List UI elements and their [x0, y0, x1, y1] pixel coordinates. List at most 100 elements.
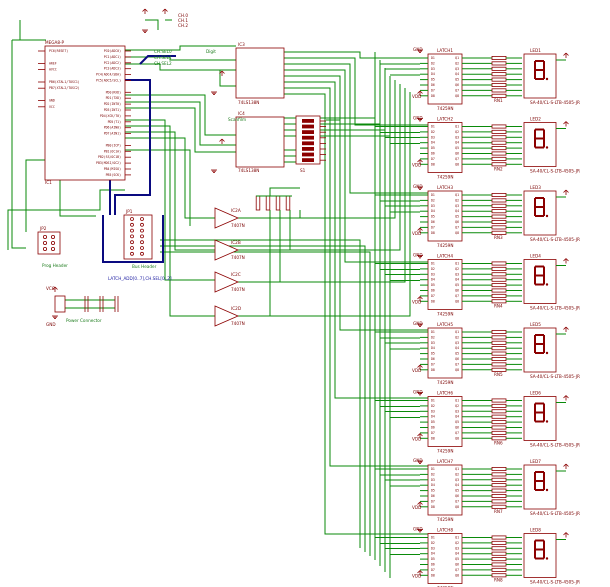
latch-pin: D1 [431, 330, 435, 334]
header-pin [51, 246, 56, 251]
inverter-ref: IC2B [231, 240, 241, 245]
seven-seg-digit [534, 334, 549, 355]
led-part: SA-40/CL-S-LTB-4505-JR [530, 511, 580, 516]
resistor-ref: RN3 [494, 235, 503, 240]
header-pin [43, 240, 48, 245]
latch-pin: D1 [431, 536, 435, 540]
pullup-resistor [265, 195, 271, 211]
latch-ref: LATCH5 [437, 322, 453, 327]
latch-vdd: VDD [412, 505, 421, 510]
latch-pin: Q1 [455, 193, 459, 197]
latch-pin: Q8 [455, 94, 459, 98]
header-pin [43, 234, 48, 239]
latch-pin: Q5 [455, 215, 459, 219]
latch-pin: Q8 [455, 573, 459, 577]
latch-pin: Q7 [455, 568, 459, 572]
mcu-pin-label: PB6(XTAL1/TOSC1) [49, 80, 80, 84]
header-pin [140, 217, 144, 221]
latch-gnd: GND [413, 458, 423, 463]
latch-gnd: GND [413, 527, 423, 532]
latch-vdd: VDD [412, 94, 421, 99]
latch-pin: D1 [431, 467, 435, 471]
latch-pin: Q7 [455, 499, 459, 503]
latch-pin: Q6 [455, 152, 459, 156]
latch-pin: Q3 [455, 272, 459, 276]
latch-pin: Q1 [455, 399, 459, 403]
latch-name: 74259N [437, 380, 453, 385]
header-pin [51, 234, 56, 239]
latch-vdd: VDD [412, 231, 421, 236]
latch-gnd: GND [413, 321, 423, 326]
latch-vdd: VDD [412, 300, 421, 305]
latch-pin: D7 [431, 431, 435, 435]
dip-key [302, 135, 314, 140]
header-pin [130, 234, 134, 239]
latch-name: 74259N [437, 106, 453, 111]
mcu-ref: IC1 [45, 180, 52, 185]
led-ref: LED7 [530, 459, 541, 464]
power-label: Power Connector [66, 318, 102, 323]
dip-key [302, 124, 314, 129]
dip-key [302, 141, 314, 146]
latch-name: 74259N [437, 175, 453, 180]
header-pin [140, 240, 144, 245]
latch-pin: Q5 [455, 420, 459, 424]
latch-body [427, 259, 463, 310]
decoder-ic4-body [235, 116, 285, 168]
dip-body [295, 115, 321, 165]
led-ref: LED4 [530, 254, 541, 259]
latch-pin: Q5 [455, 557, 459, 561]
latch-pin: Q6 [455, 289, 459, 293]
mcu-pin-label: PD4(XCK/T0) [100, 114, 121, 118]
bus-header-label: Bus Header [132, 264, 157, 269]
latch-pin: Q8 [455, 231, 459, 235]
header-pin [140, 246, 144, 250]
resistor-ref: RN7 [494, 509, 503, 514]
latch-pin: Q2 [455, 130, 459, 134]
latch-pin: Q1 [455, 125, 459, 129]
latch-pin: Q5 [455, 352, 459, 356]
latch-pin: D7 [431, 157, 435, 161]
inverter-name: 7407N [231, 255, 245, 260]
mcu-pin-label: PD6(AIN0) [104, 126, 121, 130]
latch-pin: Q3 [455, 341, 459, 345]
header-pin [140, 251, 144, 256]
latch-pin: Q4 [455, 141, 459, 145]
latch-pin: D1 [431, 262, 435, 266]
latch-pin: D5 [431, 146, 435, 150]
latch-pin: Q8 [455, 299, 459, 303]
latch-pin: D3 [431, 341, 435, 345]
header-pin [130, 222, 134, 227]
vdd-ch1: CH.1 [178, 18, 188, 23]
led-ref: LED1 [530, 48, 541, 53]
latch-pin: D5 [431, 78, 435, 82]
latch-pin: D7 [431, 225, 435, 229]
decoder-ic3-body [235, 47, 285, 99]
decoder-ic3-title: Digit [206, 49, 216, 54]
bus-label-2: CH.SEL2 [154, 61, 172, 66]
latch-gnd: GND [413, 116, 423, 121]
led-ref: LED3 [530, 185, 541, 190]
latch-gnd: GND [413, 253, 423, 258]
power-vcc: VCC [46, 286, 55, 291]
dip-key [302, 158, 314, 162]
latch-pin: D4 [431, 278, 435, 282]
latch-pin: Q2 [455, 472, 459, 476]
mcu-pin-label: PC0(ADC0) [104, 49, 121, 53]
mcu-pin-label: PD0(RXD) [106, 90, 121, 94]
latch-pin: D6 [431, 289, 435, 293]
latch-pin: D6 [431, 563, 435, 567]
latch-pin: D5 [431, 489, 435, 493]
latch-pin: D4 [431, 415, 435, 419]
latch-pin: D8 [431, 505, 435, 509]
dip-key [302, 119, 314, 123]
latch-pin: D2 [431, 335, 435, 339]
pullup-resistor [285, 195, 291, 211]
latch-pin: D4 [431, 72, 435, 76]
dip-key [302, 130, 314, 134]
